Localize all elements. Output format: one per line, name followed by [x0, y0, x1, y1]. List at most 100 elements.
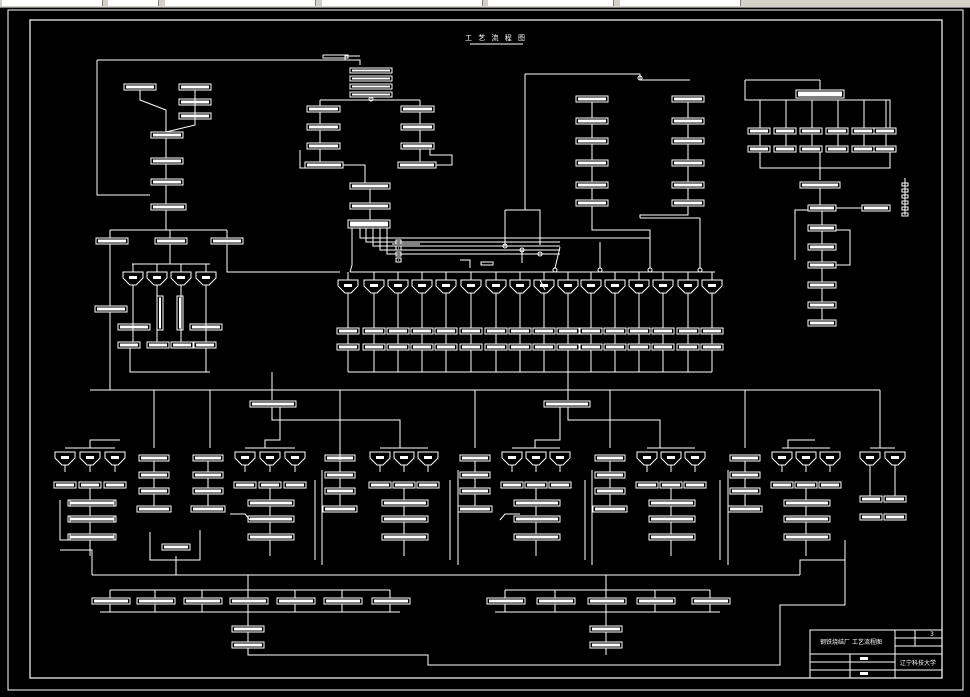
block-fill	[886, 515, 904, 519]
block-outline	[556, 343, 580, 351]
equipment-block	[381, 533, 429, 541]
hopper	[146, 271, 168, 292]
equipment-block	[192, 487, 224, 495]
block-fill	[516, 535, 558, 539]
equipment-block	[258, 481, 282, 489]
equipment-block	[381, 499, 429, 507]
hopper	[411, 279, 433, 300]
block-outline	[154, 237, 188, 245]
block-fill	[181, 114, 209, 118]
equipment-block	[484, 343, 508, 351]
block-fill	[153, 180, 181, 184]
block-fill	[327, 489, 353, 493]
hopper-label-bar	[635, 284, 643, 287]
block-fill	[606, 329, 624, 333]
block-fill	[654, 345, 672, 349]
block-fill	[153, 159, 181, 163]
block-outline	[589, 625, 623, 633]
block-outline	[189, 323, 223, 331]
equipment-block	[589, 625, 623, 633]
block-fill	[876, 129, 894, 133]
block-outline	[249, 400, 297, 408]
equipment-block	[807, 261, 837, 269]
block-outline	[683, 481, 707, 489]
block-outline	[306, 123, 341, 131]
hopper	[501, 451, 523, 472]
toolbar-field-1[interactable]	[2, 0, 103, 6]
hopper-body	[170, 271, 192, 286]
flow-line	[60, 549, 93, 575]
block-outline	[575, 159, 609, 167]
block-outline	[901, 188, 909, 193]
block-fill	[750, 147, 768, 151]
block-outline	[247, 533, 295, 541]
equipment-block	[901, 212, 909, 217]
block-outline	[783, 533, 831, 541]
block-outline	[150, 203, 187, 211]
block-outline	[513, 515, 561, 523]
toolbar-field-6[interactable]	[620, 0, 741, 6]
equipment-block	[304, 161, 344, 169]
block-fill	[503, 483, 521, 487]
equipment-block	[636, 597, 676, 605]
block-outline	[190, 505, 226, 513]
block-fill	[639, 599, 673, 603]
block-fill	[462, 489, 488, 493]
block-outline	[807, 261, 837, 269]
equipment-block	[283, 481, 307, 489]
block-outline	[783, 515, 831, 523]
equipment-block	[349, 83, 393, 90]
equipment-block	[170, 341, 194, 349]
block-fill	[527, 483, 545, 487]
toolbar-field-5[interactable]	[488, 0, 614, 6]
block-fill	[679, 345, 697, 349]
flow-line	[379, 228, 560, 251]
toolbar-field-2[interactable]	[108, 0, 159, 6]
block-outline	[150, 178, 184, 186]
block-fill	[592, 643, 620, 647]
equipment-block	[901, 206, 909, 211]
hopper	[387, 279, 409, 300]
equipment-block	[773, 145, 797, 153]
equipment-block	[587, 597, 627, 605]
block-fill	[153, 133, 181, 137]
block-fill	[309, 107, 338, 111]
block-fill	[72, 535, 114, 539]
hopper	[369, 451, 391, 472]
block-outline	[150, 157, 184, 165]
block-fill	[164, 545, 188, 549]
equipment-block	[575, 117, 609, 125]
flow-line	[97, 59, 361, 65]
equipment-block	[457, 505, 493, 513]
equipment-block	[176, 295, 184, 331]
equipment-block	[362, 327, 386, 335]
block-outline	[727, 505, 763, 513]
equipment-block	[556, 343, 580, 351]
block-fill	[582, 329, 600, 333]
block-outline	[117, 341, 141, 349]
equipment-block	[459, 454, 491, 462]
block-outline	[192, 487, 224, 495]
block-fill	[854, 147, 872, 151]
block-fill	[139, 507, 169, 511]
hopper-label-bar	[540, 284, 548, 287]
drawing-title: 工 艺 流 程 图	[465, 33, 525, 45]
equipment-block	[543, 400, 591, 408]
toolbar-field-3[interactable]	[165, 0, 316, 6]
block-fill	[546, 402, 588, 406]
block-outline	[347, 219, 391, 229]
block-fill	[810, 206, 834, 210]
block-fill	[236, 483, 254, 487]
block-outline	[524, 481, 548, 489]
block-fill	[186, 599, 220, 603]
flow-line	[372, 228, 560, 247]
hopper	[533, 279, 555, 300]
block-outline	[901, 206, 909, 211]
equipment-block	[807, 224, 837, 232]
hopper	[525, 451, 547, 472]
toolbar-field-4[interactable]	[322, 0, 483, 6]
block-fill	[776, 129, 794, 133]
block-outline	[323, 597, 363, 605]
block-fill	[854, 129, 872, 133]
